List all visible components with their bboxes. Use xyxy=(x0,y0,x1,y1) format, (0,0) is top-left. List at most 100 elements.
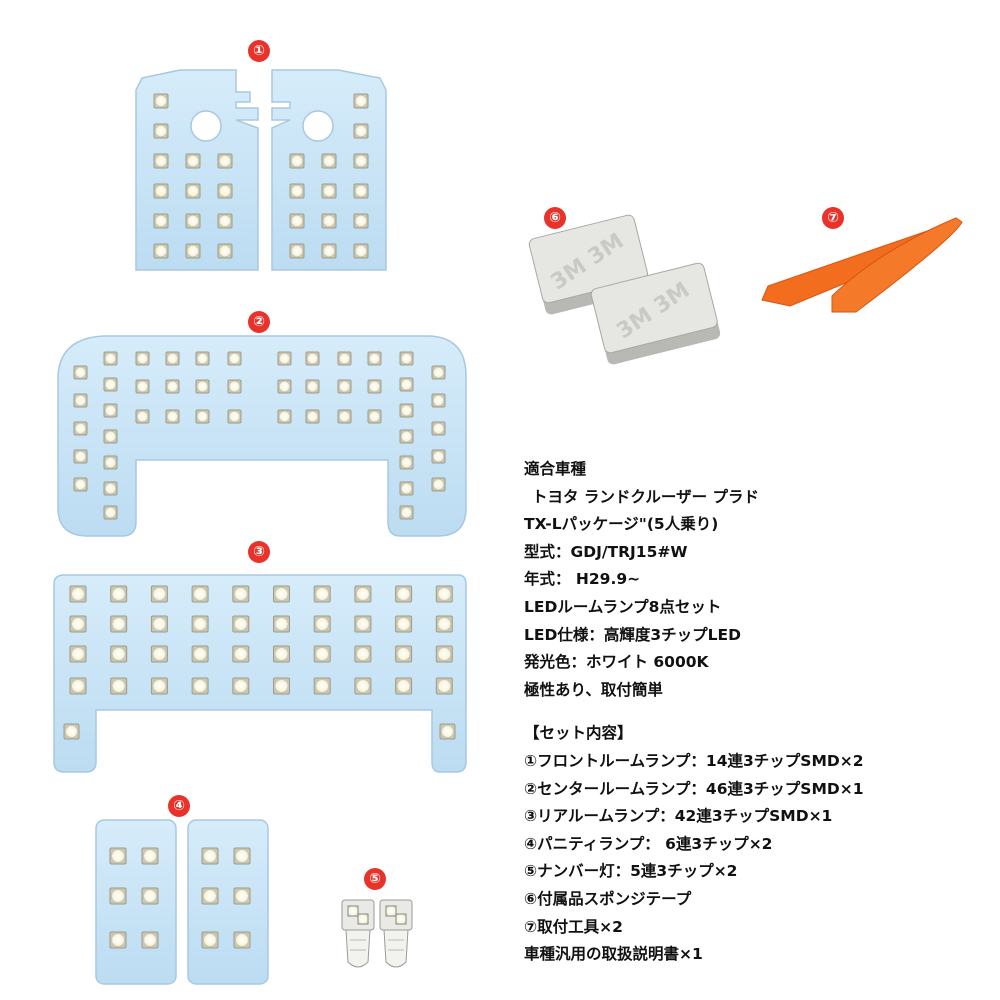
led-chip-light xyxy=(316,679,329,693)
led-chip-light xyxy=(105,431,116,442)
led-chip-light xyxy=(356,587,369,601)
led-chip-light xyxy=(71,647,85,661)
led-chip-light xyxy=(369,353,380,364)
front-lamp-led-chips xyxy=(153,93,369,259)
led-chip-light xyxy=(143,933,157,947)
led-chip-light xyxy=(71,587,85,601)
spec-line: 極性あり、取付簡単 xyxy=(524,680,663,699)
set-item: 車種汎用の取扱説明書×1 xyxy=(524,945,703,964)
led-chip-light xyxy=(112,587,125,601)
set-item: ⑤ナンバー灯：5連3チップ×2 xyxy=(524,862,738,881)
badge-3: ③ xyxy=(248,541,270,563)
led-chip-light xyxy=(71,679,85,693)
led-chip-light xyxy=(197,381,208,392)
spec-line: トヨタ ランドクルーザー プラド xyxy=(532,487,760,506)
led-chip-light xyxy=(105,353,116,364)
led-chip-light xyxy=(279,411,290,422)
led-chip-light xyxy=(433,395,444,406)
led-chip-light xyxy=(307,381,318,392)
led-chip-light xyxy=(323,215,335,227)
led-chip-light xyxy=(167,353,178,364)
led-chip-light xyxy=(307,353,318,364)
led-chip-light xyxy=(397,587,410,601)
led-chip-light xyxy=(433,367,444,378)
led-chip-light xyxy=(438,587,451,601)
led-chip-light xyxy=(275,587,288,601)
led-chip-light xyxy=(355,155,367,167)
led-chip-light xyxy=(155,215,167,227)
led-chip-light xyxy=(323,245,335,257)
set-item: ⑥付属品スポンジテープ xyxy=(524,889,692,908)
vanity-lamp-led-chips xyxy=(109,847,251,949)
led-chip-light xyxy=(234,647,247,661)
led-chip-light xyxy=(234,679,247,693)
led-chip-light xyxy=(355,215,367,227)
led-chip-light xyxy=(291,245,303,257)
led-chip-light xyxy=(219,185,231,197)
led-chip-light xyxy=(112,647,125,661)
set-item: ①フロントルームランプ：14連3チップSMD×2 xyxy=(524,751,864,770)
led-chip-light xyxy=(401,507,412,518)
led-chip-light xyxy=(155,185,167,197)
led-chip-light xyxy=(75,395,86,406)
center-lamp-led-chips xyxy=(73,351,446,520)
led-chip-light xyxy=(194,647,207,661)
led-chip-light xyxy=(438,647,451,661)
led-chip-light xyxy=(105,405,116,416)
led-chip-light xyxy=(112,617,125,631)
led-chip-light xyxy=(167,411,178,422)
led-chip-light xyxy=(433,479,444,490)
led-chip-light xyxy=(143,889,157,903)
led-chip-light xyxy=(291,185,303,197)
led-chip-light xyxy=(187,215,199,227)
sponge-tape-pads: 3M 3M 3M 3M xyxy=(528,214,721,365)
led-chip-light xyxy=(229,353,240,364)
trim-removal-tools xyxy=(761,217,963,313)
led-chip-light xyxy=(187,185,199,197)
led-chip-light xyxy=(75,367,86,378)
spec-line: 発光色：ホワイト 6000K xyxy=(524,653,709,672)
badge-5: ⑤ xyxy=(364,868,386,890)
led-chip-light xyxy=(194,587,207,601)
led-chip-light xyxy=(291,215,303,227)
spec-line: 型式：GDJ/TRJ15#W xyxy=(524,542,688,561)
spec-line: 年式： H29.9~ xyxy=(524,570,641,589)
led-chip-light xyxy=(323,155,335,167)
led-chip-light xyxy=(339,353,350,364)
set-item: ⑦取付工具×2 xyxy=(524,917,623,936)
led-chip-light xyxy=(316,587,329,601)
led-chip-light xyxy=(187,245,199,257)
led-chip-light xyxy=(203,889,217,903)
spec-line: 適合車種 xyxy=(524,460,587,478)
led-chip-light xyxy=(369,411,380,422)
led-chip-light xyxy=(111,889,125,903)
set-item: ③リアルームランプ：42連3チップSMD×1 xyxy=(524,807,833,826)
led-chip-light xyxy=(153,617,166,631)
led-chip-light xyxy=(355,125,367,137)
led-chip-light xyxy=(356,679,369,693)
license-plate-bulb-pair xyxy=(341,899,413,968)
led-chip-light xyxy=(339,411,350,422)
badge-1: ① xyxy=(248,40,270,62)
led-chip-light xyxy=(401,353,412,364)
led-chip-light xyxy=(355,245,367,257)
led-chip-light xyxy=(219,215,231,227)
led-chip-light xyxy=(369,381,380,392)
led-chip-light xyxy=(323,185,335,197)
led-chip-light xyxy=(194,679,207,693)
set-item: ②センタールームランプ：46連3チップSMD×1 xyxy=(524,779,864,798)
led-chip-light xyxy=(229,381,240,392)
led-chip-light xyxy=(75,423,86,434)
led-chip-light xyxy=(219,245,231,257)
led-chip-light xyxy=(235,889,249,903)
vanity-lamp-pair xyxy=(95,819,269,985)
led-chip-light xyxy=(105,457,116,468)
led-chip-light xyxy=(438,617,451,631)
led-chip-light xyxy=(187,155,199,167)
badge-7: ⑦ xyxy=(822,207,844,229)
front-room-lamp-pair xyxy=(135,69,387,271)
led-chip-light xyxy=(197,411,208,422)
led-chip-light xyxy=(111,849,125,863)
led-chip-light xyxy=(355,95,367,107)
led-chip-light xyxy=(279,381,290,392)
